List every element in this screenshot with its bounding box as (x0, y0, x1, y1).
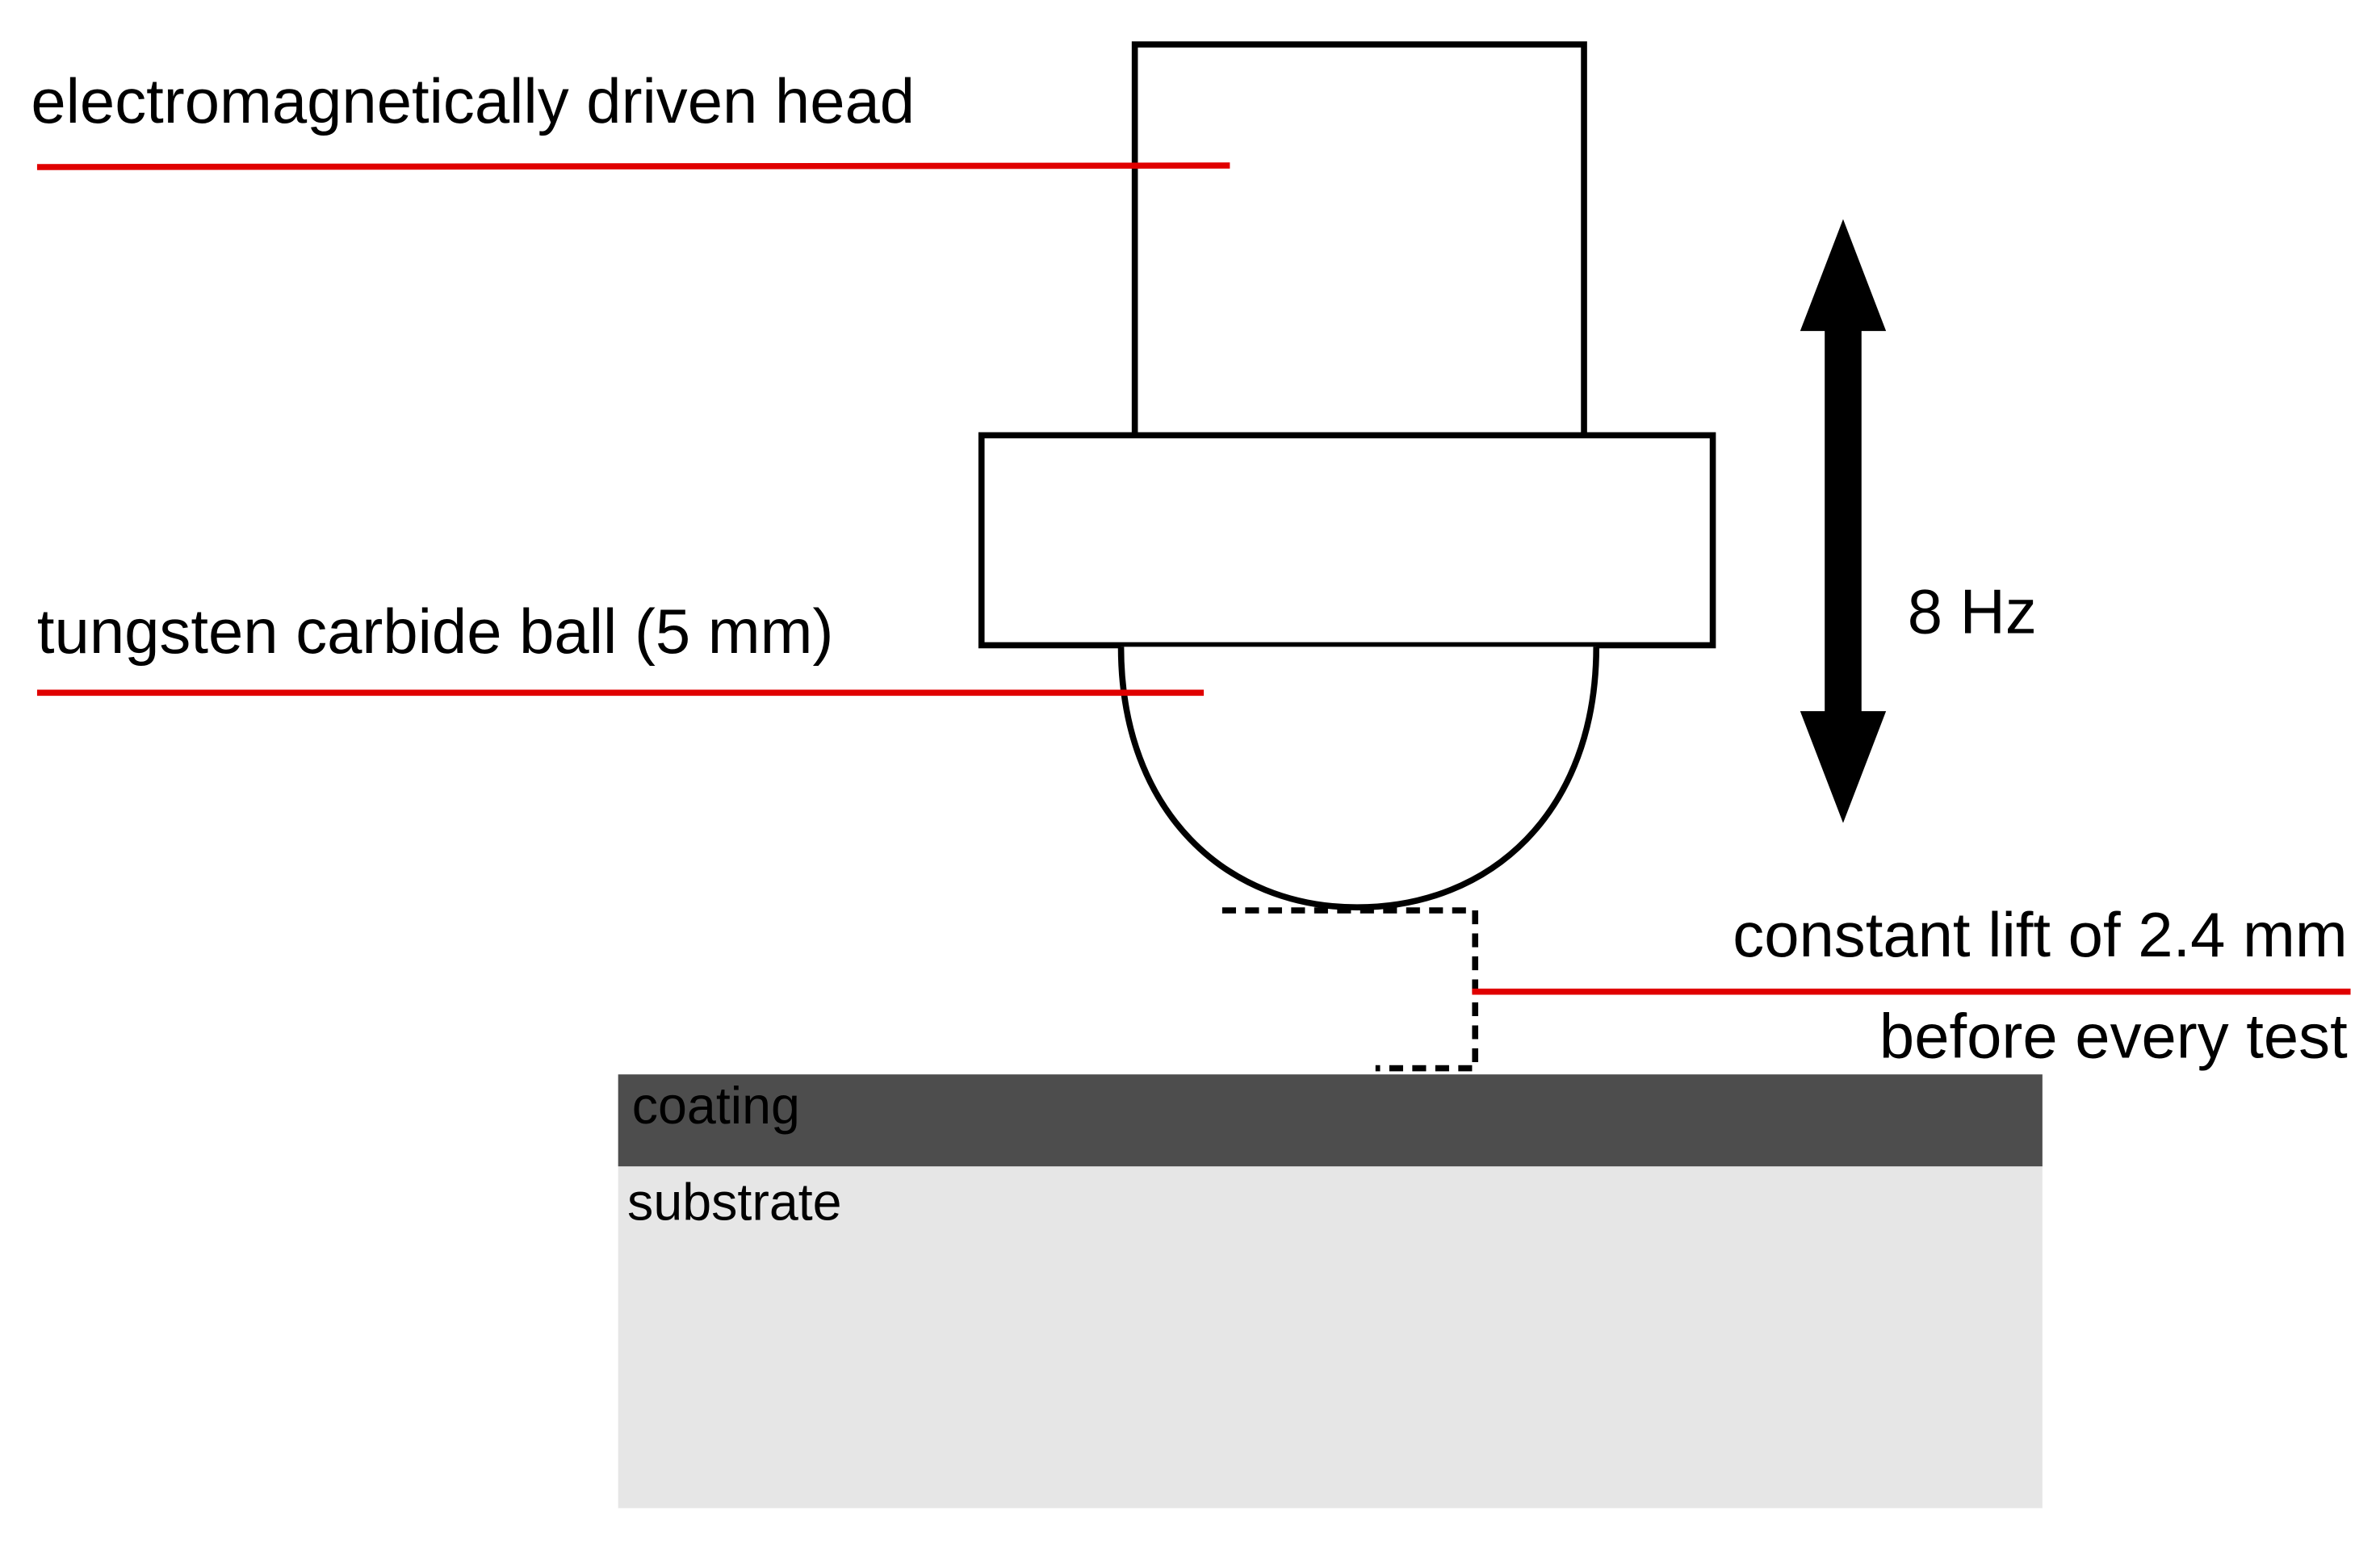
driven-head-block (1131, 41, 1587, 441)
lift-label-line1: constant lift of 2.4 mm (1733, 901, 2347, 970)
frequency-label: 8 Hz (1908, 577, 2037, 646)
coating-layer (618, 1074, 2043, 1167)
lift-dashed-indicator (1221, 907, 1479, 1072)
ball-label: tungsten carbide ball (5 mm) (37, 597, 833, 667)
ball-holder-block (978, 432, 1716, 649)
head-leader-line (36, 162, 1230, 170)
substrate-layer (618, 1165, 2043, 1508)
substrate-label: substrate (627, 1174, 842, 1232)
lift-label-line2: before every test (1879, 1002, 2348, 1071)
coating-label: coating (632, 1077, 800, 1135)
head-label: electromagnetically driven head (31, 67, 915, 136)
tungsten-carbide-ball (1117, 646, 1600, 911)
oscillation-double-arrow-icon (1800, 219, 1887, 823)
